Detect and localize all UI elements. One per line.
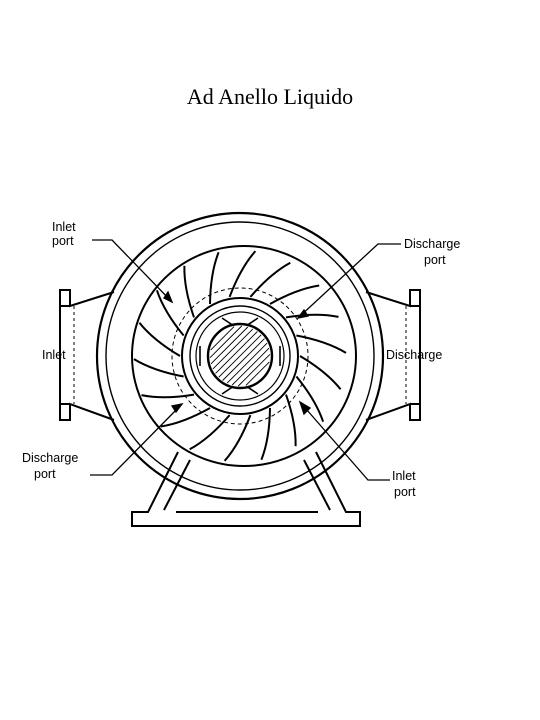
pump-base <box>131 451 361 527</box>
impeller-blade <box>155 289 185 337</box>
impeller-blade <box>160 407 211 428</box>
discharge-nozzle <box>365 289 421 421</box>
shaft <box>206 322 274 390</box>
label-discharge-port-bottom-line1: Discharge <box>22 451 78 465</box>
shaft-hatch-line <box>222 338 265 381</box>
shaft-hatch-line <box>212 328 254 370</box>
shaft-hatch-line <box>237 353 271 387</box>
label-inlet-port-bottom-line2: port <box>394 485 416 499</box>
label-inlet-port-top-line2: port <box>52 234 74 248</box>
discharge-port-top-leader <box>297 243 401 319</box>
impeller-blade <box>269 284 320 305</box>
discharge-port-bottom-leader <box>90 403 183 476</box>
leader-lines <box>90 239 401 481</box>
labels: Inlet port Discharge port Inlet Discharg… <box>22 220 460 499</box>
impeller-blade <box>296 334 347 354</box>
impeller-blade <box>138 322 181 357</box>
impeller-blade <box>183 265 195 318</box>
shaft-hatch-line <box>210 326 235 351</box>
label-discharge-port-top-line2: port <box>424 253 446 267</box>
port-cone <box>181 297 299 415</box>
label-inlet-port-bottom-line1: Inlet <box>392 469 416 483</box>
label-inlet: Inlet <box>42 348 66 362</box>
inlet-nozzle <box>59 289 115 421</box>
impeller-blade <box>285 394 297 447</box>
label-inlet-port-top-line1: Inlet <box>52 220 76 234</box>
impeller-blade <box>228 250 257 298</box>
impeller-blade <box>133 358 184 378</box>
page-title: Ad Anello Liquido <box>186 84 354 109</box>
impeller-blade <box>141 393 195 399</box>
pump-casing <box>95 211 385 501</box>
shaft-hatch-line <box>215 331 258 374</box>
impeller-blade <box>249 261 291 298</box>
inlet-port-bottom-leader <box>299 401 390 481</box>
impeller-blade <box>285 313 339 319</box>
shaft-hatch-line <box>210 326 249 365</box>
shaft-hatch-line <box>231 347 270 386</box>
impeller-blade <box>189 414 231 451</box>
shaft-hatch-line <box>245 361 270 386</box>
impeller-blade <box>260 407 271 461</box>
shaft-hatch-line <box>209 325 243 359</box>
impeller-blade <box>209 251 220 305</box>
impeller-blades <box>133 250 347 462</box>
label-discharge: Discharge <box>386 348 442 362</box>
shaft-hatch-line <box>226 342 268 384</box>
impeller-blade <box>299 355 342 390</box>
label-discharge-port-bottom-line2: port <box>34 467 56 481</box>
label-discharge-port-top-line1: Discharge <box>404 237 460 251</box>
shaft-hatch-line <box>218 334 262 378</box>
impeller-blade <box>223 414 252 462</box>
impeller-blade <box>295 375 325 423</box>
inlet-port-top-leader <box>92 239 173 303</box>
